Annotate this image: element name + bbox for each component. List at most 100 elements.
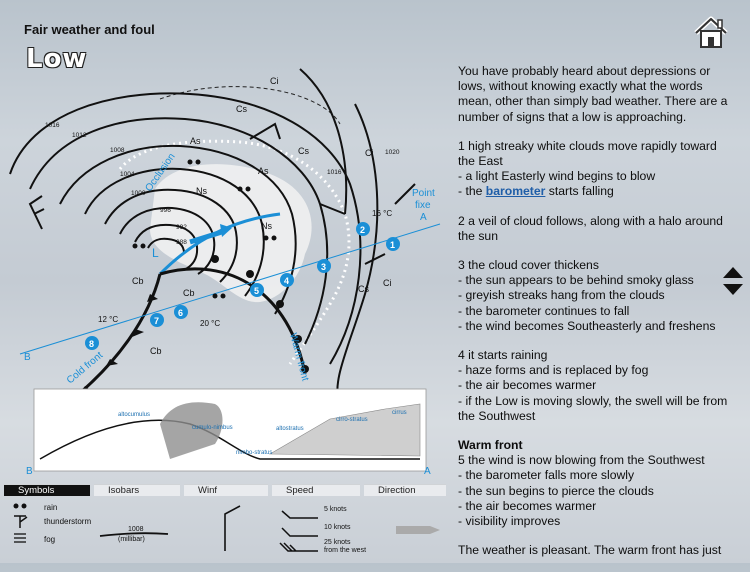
- movement-arrow: [189, 228, 226, 245]
- svg-text:1: 1: [390, 240, 395, 250]
- svg-text:4: 4: [284, 276, 289, 286]
- cloud-ns-label: Ns: [196, 186, 207, 196]
- section-3-line: - the barometer continues to fall: [458, 303, 630, 318]
- section-3-head: 3 the cloud cover thickens: [458, 258, 599, 273]
- numbered-markers: 1 2 3 4 5 6 7 8: [85, 222, 400, 350]
- article-text: You have probably heard about depression…: [458, 64, 730, 572]
- point-b-label: B: [24, 352, 31, 363]
- cloud-cb-label: Cb: [132, 276, 144, 286]
- isobar-label: 988: [176, 239, 187, 246]
- section-4-line: - if the Low is moving slowly, the swell…: [458, 393, 728, 423]
- speed-barbs: [279, 510, 318, 552]
- section-b-label: B: [26, 466, 33, 477]
- cloud-ci-label-2: Ci: [365, 148, 374, 158]
- isobar-label: 1004: [120, 171, 135, 178]
- wind-barb-sample: [224, 505, 241, 551]
- rain-symbols: [132, 159, 277, 299]
- isobar-unit: (millibar): [118, 536, 145, 543]
- speed-25-label: 25 knots: [324, 539, 351, 546]
- map-legend: Symbols Isobars Winf Speed Direction rai…: [0, 484, 450, 563]
- legend-graphics: [13, 503, 440, 552]
- section-title: Fair weather and foul: [24, 22, 155, 37]
- tab-speed[interactable]: Speed: [272, 484, 360, 496]
- svg-text:7: 7: [154, 316, 159, 326]
- section-4: 4 it starts raining - haze forms and is …: [458, 348, 730, 424]
- section-1-line: - the barometer starts falling: [458, 184, 614, 199]
- speed-5-label: 5 knots: [324, 506, 347, 513]
- isobar-label: 1008: [110, 147, 125, 154]
- barometer-link[interactable]: barometer: [485, 184, 546, 199]
- cloud-cb-label-2: Cb: [183, 288, 195, 298]
- cross-section-panel: altocumulus cumulo-nimbus nimbo-stratus …: [26, 388, 431, 477]
- tab-direction[interactable]: Direction: [364, 484, 446, 496]
- point-a-label: A: [420, 212, 427, 223]
- direction-arrow-icon: [396, 526, 440, 534]
- marker-2: 2: [356, 222, 370, 236]
- cloud-cs-label: Cs: [236, 104, 247, 114]
- legend-thunder-label: thunderstorm: [44, 517, 92, 526]
- section-4-line: - the air becomes warmer: [458, 378, 597, 393]
- cloud-ci-label-3: Ci: [383, 278, 392, 288]
- tab-wind[interactable]: Winf: [184, 484, 268, 496]
- tab-symbols[interactable]: Symbols: [4, 484, 90, 496]
- section-1-head: 1 high streaky white clouds move rapidly…: [458, 138, 717, 169]
- section-cloud-label: altocumulus: [118, 412, 150, 418]
- legend-fog-label: fog: [44, 535, 56, 544]
- warm-sector-area: [150, 164, 312, 303]
- isobar-label: 1020: [385, 149, 400, 156]
- section-cloud-label: altostratus: [276, 426, 304, 432]
- isobar-sample: [99, 532, 169, 537]
- tab-isobars[interactable]: Isobars: [94, 484, 180, 496]
- svg-text:2: 2: [360, 225, 365, 235]
- temp-label: 16 °C: [372, 209, 392, 218]
- scroll-button[interactable]: [722, 266, 744, 296]
- intro-paragraph: You have probably heard about depression…: [458, 64, 728, 124]
- cloud-labels: Ci Cs As Ns Cb Ci Cs As Ns Cs Ci Cb Cb: [132, 76, 392, 356]
- section-3: 3 the cloud cover thickens - the sun app…: [458, 258, 730, 334]
- warm-front-section: Warm front 5 the wind is now blowing fro…: [458, 438, 730, 529]
- isobar-label: 992: [176, 224, 187, 231]
- section-5-line: - the sun begins to pierce the clouds: [458, 483, 654, 498]
- section-1-line: - a light Easterly wind begins to blow: [458, 169, 656, 184]
- marker-5: 5: [250, 283, 264, 297]
- section-3-line: - the sun appears to be behind smoky gla…: [458, 273, 694, 288]
- section-a-label: A: [424, 466, 431, 477]
- wind-barbs: [28, 122, 416, 265]
- section-cloud-label: cumulo-nimbus: [192, 425, 233, 431]
- svg-text:6: 6: [178, 308, 183, 318]
- section-cloud-label: cirro-stratus: [336, 417, 368, 423]
- svg-text:5: 5: [254, 286, 259, 296]
- isobar-value: 1008: [128, 526, 144, 533]
- speed-note: from the west: [324, 547, 367, 554]
- marker-1: 1: [386, 237, 400, 251]
- legend-rain-label: rain: [44, 503, 58, 512]
- isobar-label: 1016: [45, 122, 60, 129]
- isobar-label: 1000: [131, 190, 146, 197]
- low-pressure-diagram: Ci Cs As Ns Cb Ci Cs As Ns Cs Ci Cb Cb 1…: [9, 68, 441, 477]
- home-icon: [694, 16, 728, 48]
- legend-tabs: Symbols Isobars Winf Speed Direction: [4, 484, 450, 496]
- marker-3: 3: [317, 259, 331, 273]
- section-3-line: - greyish streaks hang from the clouds: [458, 288, 665, 303]
- section-5-line: - visibility improves: [458, 514, 561, 529]
- isobar-label: 1012: [72, 132, 87, 139]
- section-cloud-label: cirrus: [392, 410, 407, 416]
- home-button[interactable]: [693, 16, 729, 50]
- cold-front-label: Cold front: [65, 350, 105, 386]
- section-5-line: - the barometer falls more slowly: [458, 468, 635, 483]
- rain-icon: [13, 503, 27, 509]
- isobar-label: 996: [160, 207, 171, 214]
- warm-front-heading: Warm front: [458, 438, 523, 453]
- section-cloud-label: nimbo-stratus: [236, 450, 272, 456]
- isobar-label: 1016: [327, 169, 342, 176]
- section-4-line: - haze forms and is replaced by fog: [458, 363, 649, 378]
- cloud-as-label: As: [190, 136, 201, 146]
- cloud-ci-label: Ci: [270, 76, 279, 86]
- thunderstorm-icon: [14, 515, 28, 528]
- temp-label: 12 °C: [98, 315, 118, 324]
- section-4-head: 4 it starts raining: [458, 348, 548, 363]
- weather-map: Ci Cs As Ns Cb Ci Cs As Ns Cs Ci Cb Cb 1…: [0, 64, 452, 484]
- section-1: 1 high streaky white clouds move rapidly…: [458, 139, 730, 200]
- svg-text:3: 3: [321, 262, 326, 272]
- front-symbols: [80, 255, 309, 394]
